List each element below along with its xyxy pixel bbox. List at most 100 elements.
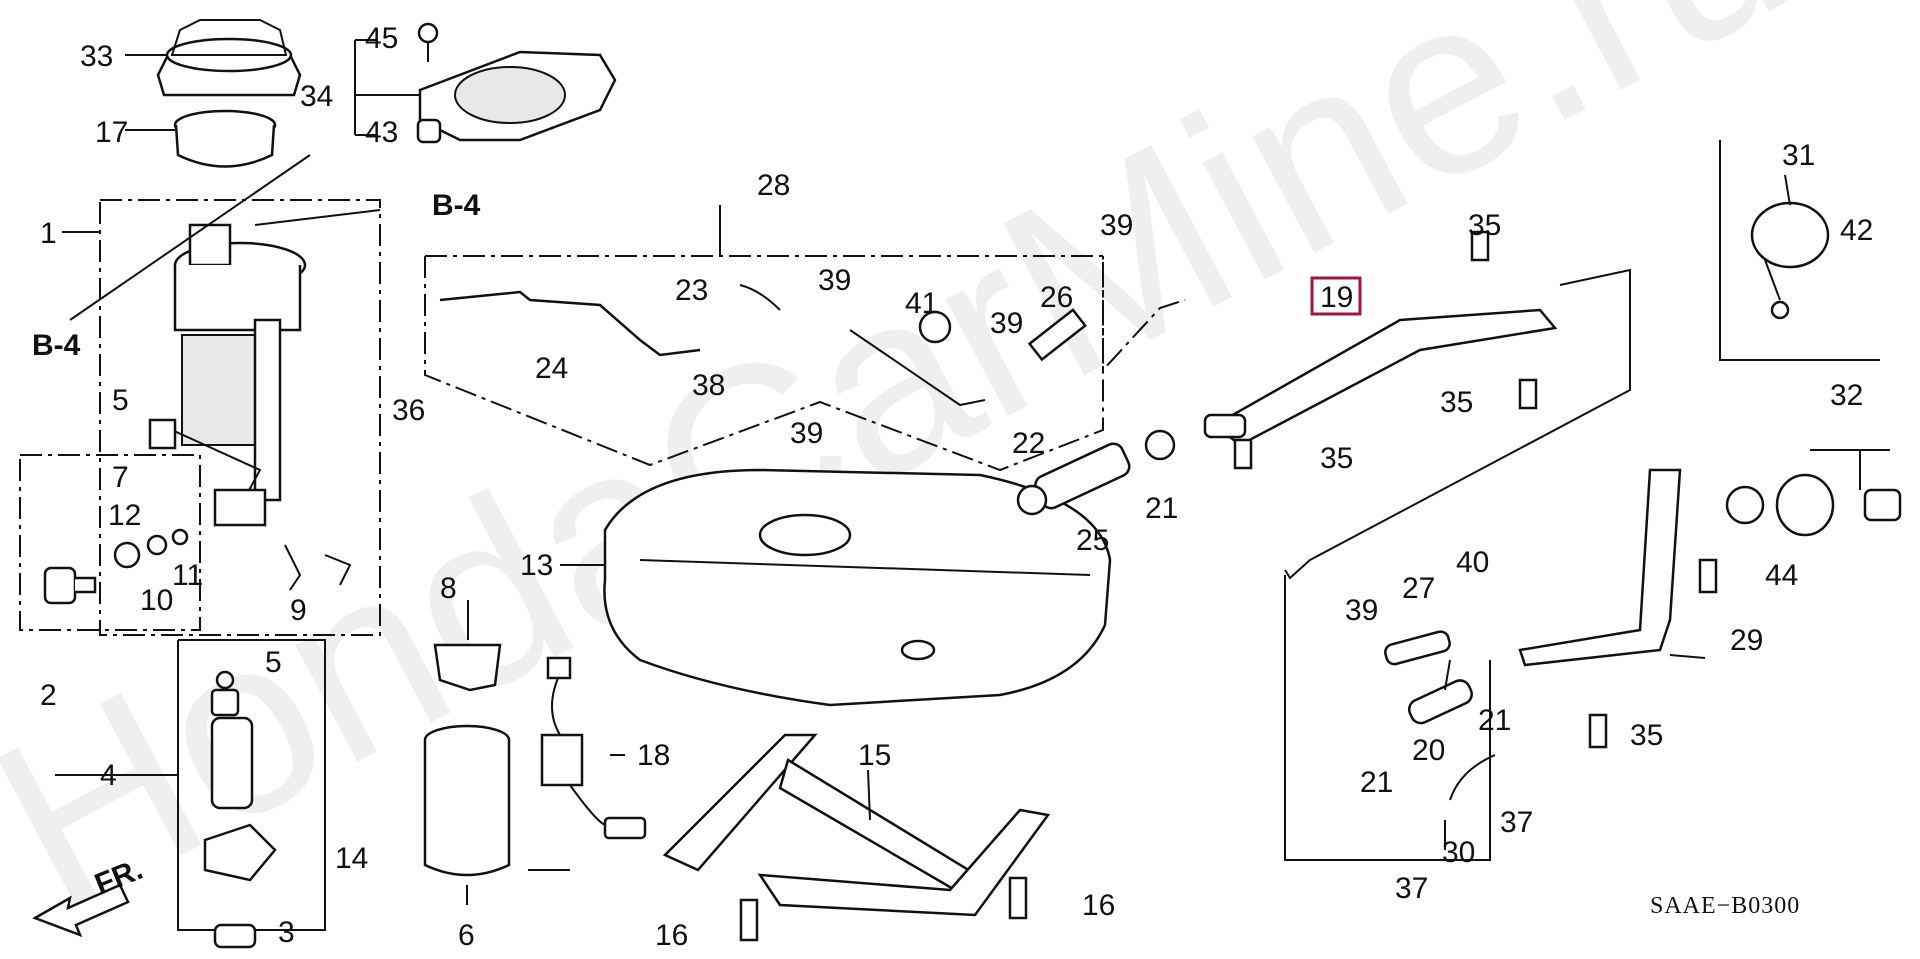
nut-part [416,118,442,144]
breather-hose-part [1384,630,1451,666]
callout-27: 27 [1402,572,1435,605]
callout-12: 12 [108,499,141,532]
callout-44: 44 [1765,559,1798,592]
callout-36: 36 [392,394,425,427]
callout-16-right: 16 [1082,889,1115,922]
fuel-cap-lock-part [1775,473,1902,537]
drain-hose-part [1407,679,1473,725]
callout-43: 43 [365,116,398,149]
callout-39-c: 39 [990,307,1023,340]
callout-9: 9 [290,594,307,627]
callout-26: 26 [1040,281,1073,314]
callout-39-e: 39 [1345,594,1378,627]
callout-39-d: 39 [1100,209,1133,242]
callout-14: 14 [335,842,368,875]
callout-40: 40 [1456,546,1489,579]
retainer-clip-part [284,544,352,591]
callout-21-c: 21 [1360,766,1393,799]
callout-37-a: 37 [1500,806,1533,839]
hose-clamp-part [1016,484,1048,516]
callout-19-highlight-box [1310,276,1362,316]
bolt-part [1588,713,1608,749]
callout-b4-left: B-4 [32,329,81,362]
fuel-pump-part [203,670,277,949]
callout-18: 18 [637,739,670,772]
breather-tube-part [439,290,701,357]
access-cover-part [418,50,617,142]
callout-32: 32 [1830,379,1863,412]
small-seals-part [113,528,189,569]
callout-33: 33 [80,40,113,73]
fuel-filter-part [423,724,511,877]
check-valve-part [849,310,986,407]
callout-4: 4 [100,759,117,792]
filler-neck-part [1518,468,1682,667]
callout-13: 13 [520,549,553,582]
screw-part [417,22,439,62]
diagram-code: SAAE−B0300 [1650,893,1800,919]
callout-b4-right: B-4 [432,189,481,222]
callout-24: 24 [535,352,568,385]
callout-35-b: 35 [1440,386,1473,419]
box-filler-pipe [1284,268,1631,580]
pressure-regulator-part [43,566,97,605]
leader-lines [55,39,1890,905]
callout-5-bottom: 5 [265,646,282,679]
seal-ring-part [173,109,277,168]
callout-5-top: 5 [112,384,129,417]
callout-31: 31 [1782,139,1815,172]
vent-hose-part [1027,308,1087,362]
box-pump-assembly [99,199,381,636]
hose-clamp-part [1144,429,1176,461]
callout-42: 42 [1840,214,1873,247]
callout-11: 11 [172,559,203,592]
fuel-gauge-sender-part [540,656,647,840]
callout-39-a: 39 [818,264,851,297]
filler-neck-part [1725,485,1765,525]
fuel-tank-part [603,468,1112,707]
box-filter-sub [19,454,201,631]
callout-21-b: 21 [1478,704,1511,737]
callout-2: 2 [40,679,57,712]
callout-10: 10 [140,584,173,617]
filler-pipe-part [1203,413,1247,439]
bolt-part [1518,378,1538,410]
callout-28: 28 [757,169,790,202]
fuel-pump-assembly-part [148,223,307,527]
bolt-part [1233,438,1253,470]
callout-21-a: 21 [1145,492,1178,525]
callout-19: 19 [1320,281,1353,314]
callout-45: 45 [365,22,398,55]
fuel-cap-part [1750,201,1830,320]
bolt-part [1698,558,1718,594]
callout-30: 30 [1442,836,1475,869]
callout-38: 38 [692,369,725,402]
callout-6: 6 [458,919,475,952]
callout-23: 23 [675,274,708,307]
callout-41: 41 [905,287,938,320]
callout-39-b: 39 [790,417,823,450]
tank-strap-part [662,733,1051,917]
callout-labels: 33 17 45 34 43 1 B-4 B-4 5 7 12 10 11 9 … [32,22,1873,952]
callout-25: 25 [1076,524,1109,557]
box-pump-sub [177,639,326,931]
callout-22: 22 [1012,427,1045,460]
bolt-part [1470,230,1490,262]
callout-15: 15 [858,739,891,772]
box-fuel-cap [1719,140,1880,361]
callout-8: 8 [440,572,457,605]
callout-17: 17 [95,116,128,149]
callout-35-c: 35 [1320,442,1353,475]
callout-1: 1 [40,217,57,250]
callout-35-d: 35 [1630,719,1663,752]
breather-hose-part [739,284,781,311]
callout-16-left: 16 [655,919,688,952]
filter-bracket-part [433,643,502,692]
callout-35-a: 35 [1468,209,1501,242]
callout-3: 3 [278,916,295,949]
callout-37-b: 37 [1395,872,1428,905]
callout-29: 29 [1730,624,1763,657]
callout-34: 34 [300,80,333,113]
callout-7: 7 [112,461,129,494]
breather-pipe-part [1449,754,1496,801]
